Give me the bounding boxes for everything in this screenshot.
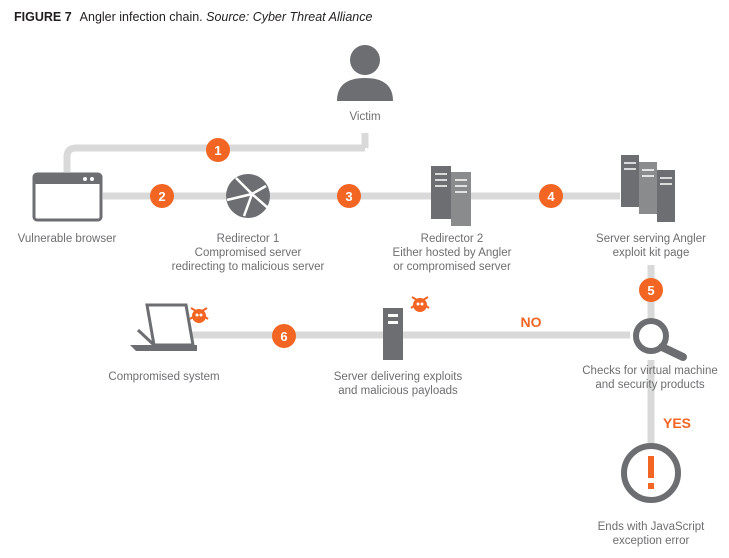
svg-text:5: 5: [647, 283, 654, 298]
redirector1-label-line: Compromised server: [194, 247, 302, 259]
svg-text:6: 6: [280, 329, 287, 344]
step-badge: 5: [639, 278, 663, 302]
browser-label-line: Vulnerable browser: [17, 233, 117, 245]
browser-window-icon: [32, 172, 103, 222]
redirector2-label: Redirector 2 Either hosted by Angler or …: [393, 232, 512, 274]
step-badge: 2: [150, 184, 174, 208]
redirector1-label: Redirector 1 Compromised server redirect…: [172, 232, 325, 274]
svg-text:1: 1: [214, 143, 221, 158]
kit-server-label: Server serving Angler exploit kit page: [596, 232, 706, 260]
compromised-label: Compromised system: [108, 370, 219, 384]
delivery-label-line: Server delivering exploits: [333, 371, 463, 383]
compromised-label-line: Compromised system: [108, 371, 220, 383]
magnifier-icon: [633, 318, 687, 361]
delivery-label-line: and malicious payloads: [338, 385, 458, 397]
redirector2-label-line: Either hosted by Angler: [392, 247, 512, 259]
checks-label: Checks for virtual machine and security …: [582, 364, 718, 392]
server-bug-icon: [383, 296, 430, 360]
delivery-label: Server delivering exploits and malicious…: [334, 370, 462, 398]
checks-label-line: Checks for virtual machine: [582, 365, 718, 377]
exclamation-icon: [621, 443, 681, 503]
redirector1-label-line: redirecting to malicious server: [171, 261, 325, 273]
bug-icon: [410, 296, 430, 312]
server-rack-icon: [621, 155, 675, 222]
ends-label-line: exception error: [612, 535, 690, 547]
ends-label-line: Ends with JavaScript: [597, 521, 705, 533]
server-pair-icon: [431, 166, 471, 226]
victim-label: Victim: [349, 110, 380, 124]
step-badge: 6: [272, 324, 296, 348]
step-badge: 1: [206, 138, 230, 162]
connector-victim-browser: [63, 144, 365, 172]
bug-icon: [189, 307, 209, 323]
svg-text:3: 3: [345, 189, 352, 204]
kit-server-label-line: Server serving Angler: [596, 233, 706, 245]
browser-label: Vulnerable browser: [18, 232, 117, 246]
step-badges: 1 2 3 4 5 6: [150, 138, 663, 348]
person-icon: [337, 45, 393, 101]
laptop-bug-icon: [130, 303, 209, 351]
globe-icon: [226, 174, 270, 218]
branch-no-label: NO: [520, 314, 542, 330]
svg-text:2: 2: [158, 189, 165, 204]
redirector2-label-line: Redirector 2: [420, 233, 484, 245]
step-badge: 4: [539, 184, 563, 208]
step-badge: 3: [337, 184, 361, 208]
connector-lines: [63, 133, 655, 445]
redirector2-label-line: or compromised server: [393, 261, 511, 273]
checks-label-line: and security products: [595, 379, 705, 391]
figure-number: FIGURE 7: [14, 10, 72, 24]
ends-label: Ends with JavaScript exception error: [598, 520, 705, 548]
branch-yes-label: YES: [662, 415, 692, 431]
figure-title: Angler infection chain.: [79, 10, 203, 24]
figure-caption: FIGURE 7 Angler infection chain. Source: …: [14, 10, 372, 24]
victim-label-line: Victim: [349, 111, 381, 123]
svg-text:4: 4: [547, 189, 555, 204]
figure-source: Source: Cyber Threat Alliance: [206, 10, 373, 24]
kit-server-label-line: exploit kit page: [612, 247, 690, 259]
redirector1-label-line: Redirector 1: [216, 233, 280, 245]
